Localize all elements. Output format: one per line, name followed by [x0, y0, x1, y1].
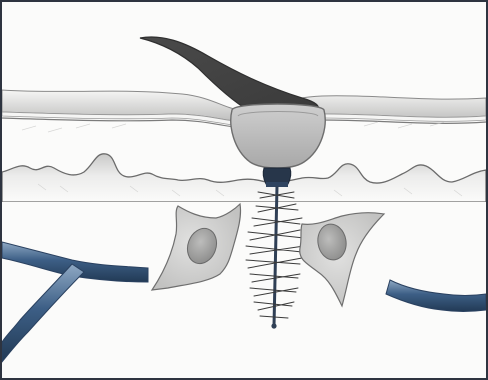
medical-illustration [2, 2, 486, 378]
illustration-frame [0, 0, 488, 380]
